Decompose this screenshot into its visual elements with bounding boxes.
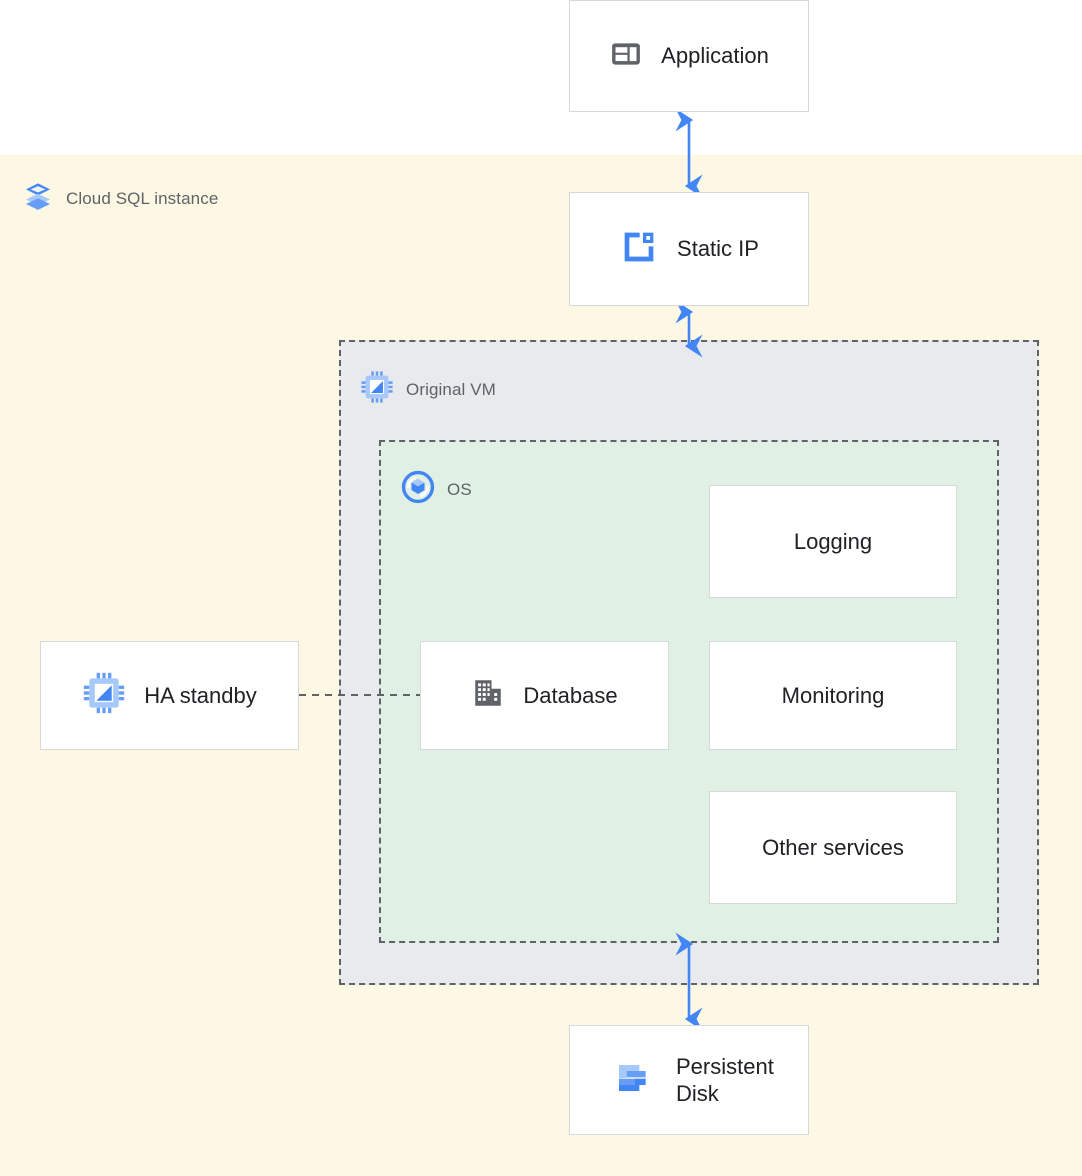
application-window-icon [609, 37, 643, 76]
node-other-services[interactable]: Other services [709, 791, 957, 904]
os-label-group: OS [401, 470, 472, 509]
node-static-ip[interactable]: Static IP [569, 192, 809, 306]
node-application[interactable]: Application [569, 0, 809, 112]
cpu-chip-icon [82, 671, 126, 720]
node-monitoring-label: Monitoring [781, 682, 885, 708]
database-building-icon [471, 676, 505, 715]
node-monitoring[interactable]: Monitoring [709, 641, 957, 750]
node-database-label: Database [523, 682, 618, 708]
node-database[interactable]: Database [420, 641, 669, 750]
persistent-disk-icon [614, 1058, 654, 1103]
node-static-ip-label: Static IP [677, 236, 759, 262]
cpu-chip-icon [360, 370, 394, 409]
cloud-sql-stack-icon [22, 180, 54, 217]
node-other-services-label: Other services [762, 834, 904, 860]
os-circle-icon [401, 470, 435, 509]
node-application-label: Application [661, 43, 769, 69]
node-persistent-disk-label: Persistent Disk [676, 1053, 774, 1107]
node-logging[interactable]: Logging [709, 485, 957, 598]
node-logging-label: Logging [793, 528, 873, 554]
cloud-sql-instance-label: Cloud SQL instance [66, 188, 219, 208]
node-ha-standby[interactable]: HA standby [40, 641, 299, 750]
cloud-sql-instance-label-group: Cloud SQL instance [22, 180, 218, 217]
original-vm-label: Original VM [406, 379, 496, 399]
node-ha-standby-label: HA standby [144, 682, 257, 708]
os-label: OS [447, 479, 472, 499]
node-persistent-disk[interactable]: Persistent Disk [569, 1025, 809, 1135]
original-vm-label-group: Original VM [360, 370, 496, 409]
static-ip-icon [619, 227, 659, 272]
